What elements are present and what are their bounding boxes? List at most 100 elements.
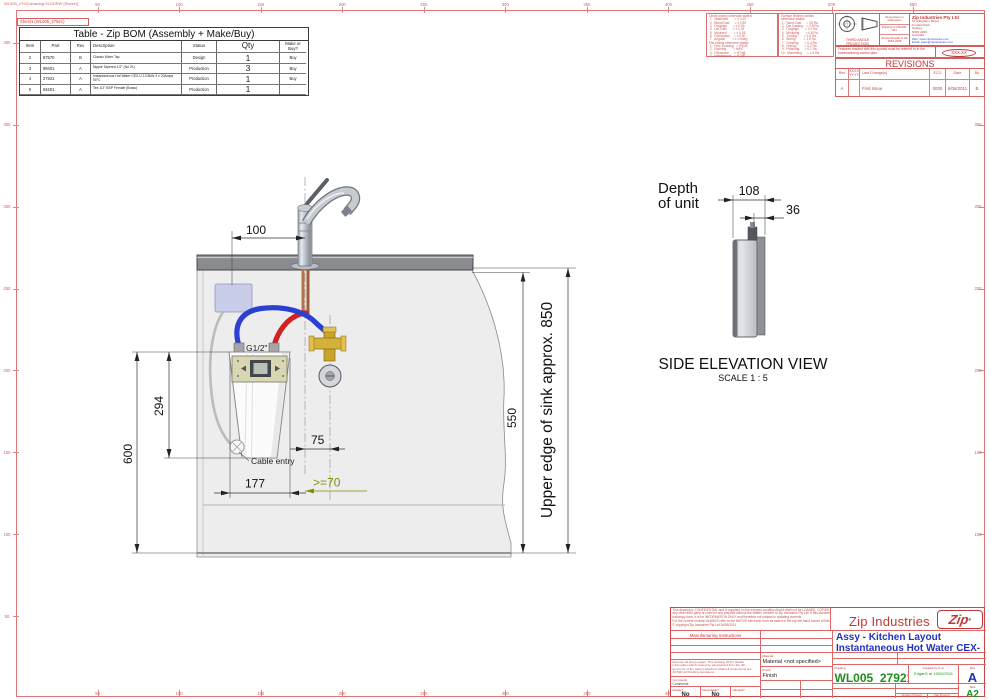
dimension-lines: [136, 237, 569, 553]
cable-entry-leader: [238, 451, 250, 462]
side-extension-lines: [732, 195, 766, 238]
ruler-label: 300: [3, 204, 11, 210]
bom-header-makebuy: Make or Buy?: [280, 41, 306, 53]
bom-cell: Buy: [280, 74, 306, 85]
ruler-label: 150: [974, 449, 982, 455]
note-drawing-standard: Drawing to AS1100-201: [880, 25, 909, 36]
depth-of-unit-label: Depth of unit: [658, 180, 699, 212]
ruler-tick: [260, 690, 262, 696]
manufacturing-header: Manufacturing Instructions: [671, 631, 761, 639]
ruler-label: 100: [175, 691, 183, 696]
ruler-label: 250: [420, 691, 428, 696]
copper-pipes: [301, 269, 310, 315]
brand-cell: Zip Industries Zip®: [831, 608, 986, 631]
bom-header-description: Description: [91, 41, 182, 53]
model-cell: Model : WL005_27920: [833, 659, 898, 665]
ruler-tick: [979, 288, 985, 290]
clearance-arrow: [305, 488, 314, 494]
scale-sheet-cell: Scale : 1:1 Sheet : 1 of 1: [833, 689, 896, 698]
ruler-tick: [97, 7, 99, 13]
tap-lever: [303, 178, 329, 208]
dim-294: 294: [152, 396, 166, 416]
dim-550: 550: [505, 408, 519, 428]
bom-cell: Production: [182, 84, 217, 95]
ruler-label: 50: [95, 2, 100, 7]
tolerance-notes-limits: Limits unless otherwise stated: 1. Machi…: [706, 13, 778, 58]
bom-cell: B: [71, 53, 91, 64]
tap-aerator: [341, 206, 352, 217]
bom-cell: 87570: [41, 53, 71, 64]
ruler-label: 350: [583, 2, 591, 7]
bom-header-qty: Qty: [217, 41, 280, 53]
ruler-tick: [505, 690, 507, 696]
confidential-note: This drawing is CONFIDENTIAL and is supp…: [671, 608, 831, 631]
ruler-label: 450: [746, 2, 754, 7]
updated-row: Updated by : edgarg on 28/04/2010 10:26:…: [761, 646, 833, 653]
rev-header: Date: [946, 69, 970, 80]
recyclable-cell: Recyclable?No: [701, 687, 731, 698]
ruler-label: 200: [338, 691, 346, 696]
ruler-label: 350: [974, 122, 982, 128]
front-elevation-view: 100 294 600 75 >=70 177 550 Upper edge o…: [121, 177, 576, 558]
side-dimension-lines: [718, 199, 784, 219]
ruler-tick: [979, 452, 985, 454]
sheet-tab: Sheet1 (WL005_27921): [17, 18, 89, 26]
thread-label: G1/2": [246, 343, 267, 353]
raw-material-row: Raw material : Raw Material: [671, 653, 761, 660]
features-note-text: Features marked with this symbol must be…: [836, 47, 936, 57]
unit-side-profile: [732, 222, 766, 338]
mixer-tap: [290, 178, 361, 270]
bom-cell: Production: [182, 74, 217, 85]
ruler-label: 550: [909, 2, 917, 7]
make-or-buy-row: Make or Buy : Make: [671, 639, 761, 646]
standards-notes-cell: Dimensions in millimetres Drawing to AS1…: [880, 14, 910, 45]
ruler-label: 250: [974, 286, 982, 291]
ruler-tick: [260, 7, 262, 13]
top-fitting: [747, 226, 758, 241]
ruler-label: 400: [664, 2, 672, 7]
company-name: Zip Industries Pty Ltd: [912, 15, 959, 20]
area-cell: Area (mm²) : 114052.93: [801, 681, 833, 690]
rev-cell: First Issue: [860, 80, 930, 96]
bom-cell: 1: [217, 53, 280, 64]
project-cell: Project : Instantaneous Hot Water: [833, 653, 898, 659]
ruler-label: 200: [3, 367, 11, 373]
ruler-tick: [179, 690, 181, 696]
ruler-tick: [13, 616, 19, 618]
mass-cell: Mass (g) : 96024.64: [761, 690, 801, 698]
ruler-label: 150: [3, 449, 11, 455]
dim-600: 600: [121, 444, 135, 464]
status-cell: Status : Prototype: [896, 689, 959, 694]
control-feature-symbol: XXX.XX: [942, 48, 976, 57]
handed-cell: Handed?: [731, 687, 761, 698]
ruler-tick: [979, 534, 985, 536]
title-block: This drawing is CONFIDENTIAL and is supp…: [670, 607, 986, 699]
bom-cell: Instantaneous Hot Water CEX-U 13.5kW 3 x…: [91, 74, 182, 85]
bom-cell: 1: [217, 84, 280, 95]
bom-header-item: Item: [20, 41, 41, 53]
bom-cell: A: [71, 63, 91, 74]
bom-title: Table - Zip BOM (Assembly + Make/Buy): [20, 28, 308, 41]
ruler-tick: [586, 7, 588, 13]
ruler-label: 300: [974, 204, 982, 210]
rev-header: Last Change(s): [860, 69, 930, 80]
bom-cell: Tee 1/2" BSP Female (Brass): [91, 84, 182, 95]
bom-cell: 94601: [41, 84, 71, 95]
dim-36: 36: [786, 203, 800, 217]
ruler-tick: [13, 534, 19, 536]
approved-row: Approved by : Unapproved on 1/02/2011: [761, 631, 833, 639]
derived-cell: Derived from : New: [833, 684, 896, 689]
dim-clearance-70: >=70: [313, 476, 341, 490]
rev-header: XXXX YYYY: [849, 69, 860, 80]
isolation-valve: [318, 364, 342, 388]
route-row: Manufacturing Route : Manufacturing Proc…: [671, 646, 761, 653]
ruler-label: 50: [95, 691, 100, 696]
dim-108: 108: [739, 184, 760, 198]
